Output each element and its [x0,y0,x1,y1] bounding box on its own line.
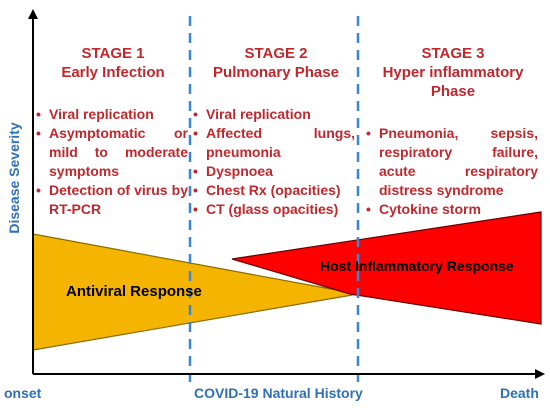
stage-1-header: STAGE 1 Early Infection [38,44,188,82]
list-item: Affected lungs, pneumonia [193,124,355,162]
x-axis-start-label: onset [4,385,42,401]
list-item: Detection of virus by RT-PCR [36,181,188,219]
list-item: Viral replication [193,105,355,124]
stage-3-bullets: Pneumonia, sepsis, respiratory failure, … [366,124,538,219]
stage-2-header: STAGE 2 Pulmonary Phase [196,44,356,82]
x-axis-end-label: Death [500,385,539,401]
host-inflammatory-response-wedge [231,211,542,325]
y-axis-label: Disease Severity [6,122,22,234]
stage-1-title: STAGE 1 [81,45,145,62]
stage-1-subtitle: Early Infection [61,64,165,81]
stage-2-bullets: Viral replication Affected lungs, pneumo… [193,105,355,219]
list-item: Chest Rx (opacities) [193,181,355,200]
stage-3-subtitle: Hyper inflammatory Phase [382,64,524,100]
list-item: Viral replication [36,105,188,124]
list-item: Pneumonia, sepsis, respiratory failure, … [366,124,538,200]
host-inflammatory-response-label: Host Inflammatory Response [320,258,514,274]
list-item: CT (glass opacities) [193,200,355,219]
antiviral-response-label: Antiviral Response [66,283,202,300]
x-axis-label: COVID-19 Natural History [194,385,363,401]
stage-3-title: STAGE 3 [421,45,485,62]
list-item: Dyspnoea [193,162,355,181]
stage-3-header: STAGE 3 Hyper inflammatory Phase [368,44,538,101]
list-item: Cytokine storm [366,200,538,219]
stage-2-subtitle: Pulmonary Phase [213,64,339,81]
stage-1-bullets: Viral replication Asymptomatic or mild t… [36,105,188,219]
stage-2-title: STAGE 2 [244,45,308,62]
list-item: Asymptomatic or mild to moderate symptom… [36,124,188,181]
